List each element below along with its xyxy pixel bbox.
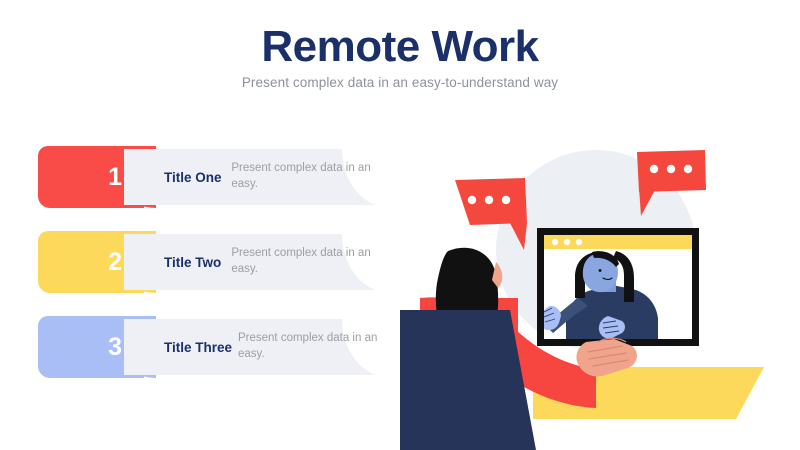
row-number: 3 [108,332,122,361]
speech-bubble-icon-left [455,178,527,250]
speech-bubble-icon-right [637,150,706,216]
row-content: Title One Present complex data in an eas… [124,149,384,205]
browser-dot [551,238,559,246]
row-description: Present complex data in an easy. [238,332,378,360]
slide-header: Remote Work Present complex data in an e… [0,22,800,90]
browser-dot [563,238,571,246]
browser-dot [575,238,583,246]
list-item[interactable]: 1 Title One Present complex data in an e… [38,146,398,208]
row-number: 1 [108,162,122,191]
row-number: 2 [108,247,122,276]
navy-chair [400,310,536,450]
page-subtitle: Present complex data in an easy-to-under… [241,75,559,91]
row-content: Title Three Present complex data in an e… [124,319,384,375]
person-hair [435,247,499,330]
row-title: Title Two [164,254,222,270]
list-item[interactable]: 2 Title Two Present complex data in an e… [38,231,398,293]
row-description: Present complex data in an easy. [231,162,371,190]
list-item[interactable]: 3 Title Three Present complex data in an… [38,316,398,378]
front-hand [576,339,637,377]
page-title: Remote Work [261,22,539,71]
numbered-list: 1 Title One Present complex data in an e… [38,146,398,401]
row-content: Title Two Present complex data in an eas… [124,234,384,290]
person-on-screen [544,251,658,339]
row-title: Title One [164,169,222,185]
row-title: Title Three [164,339,233,355]
remote-work-illustration [400,130,800,450]
row-description: Present complex data in an easy. [231,247,371,275]
